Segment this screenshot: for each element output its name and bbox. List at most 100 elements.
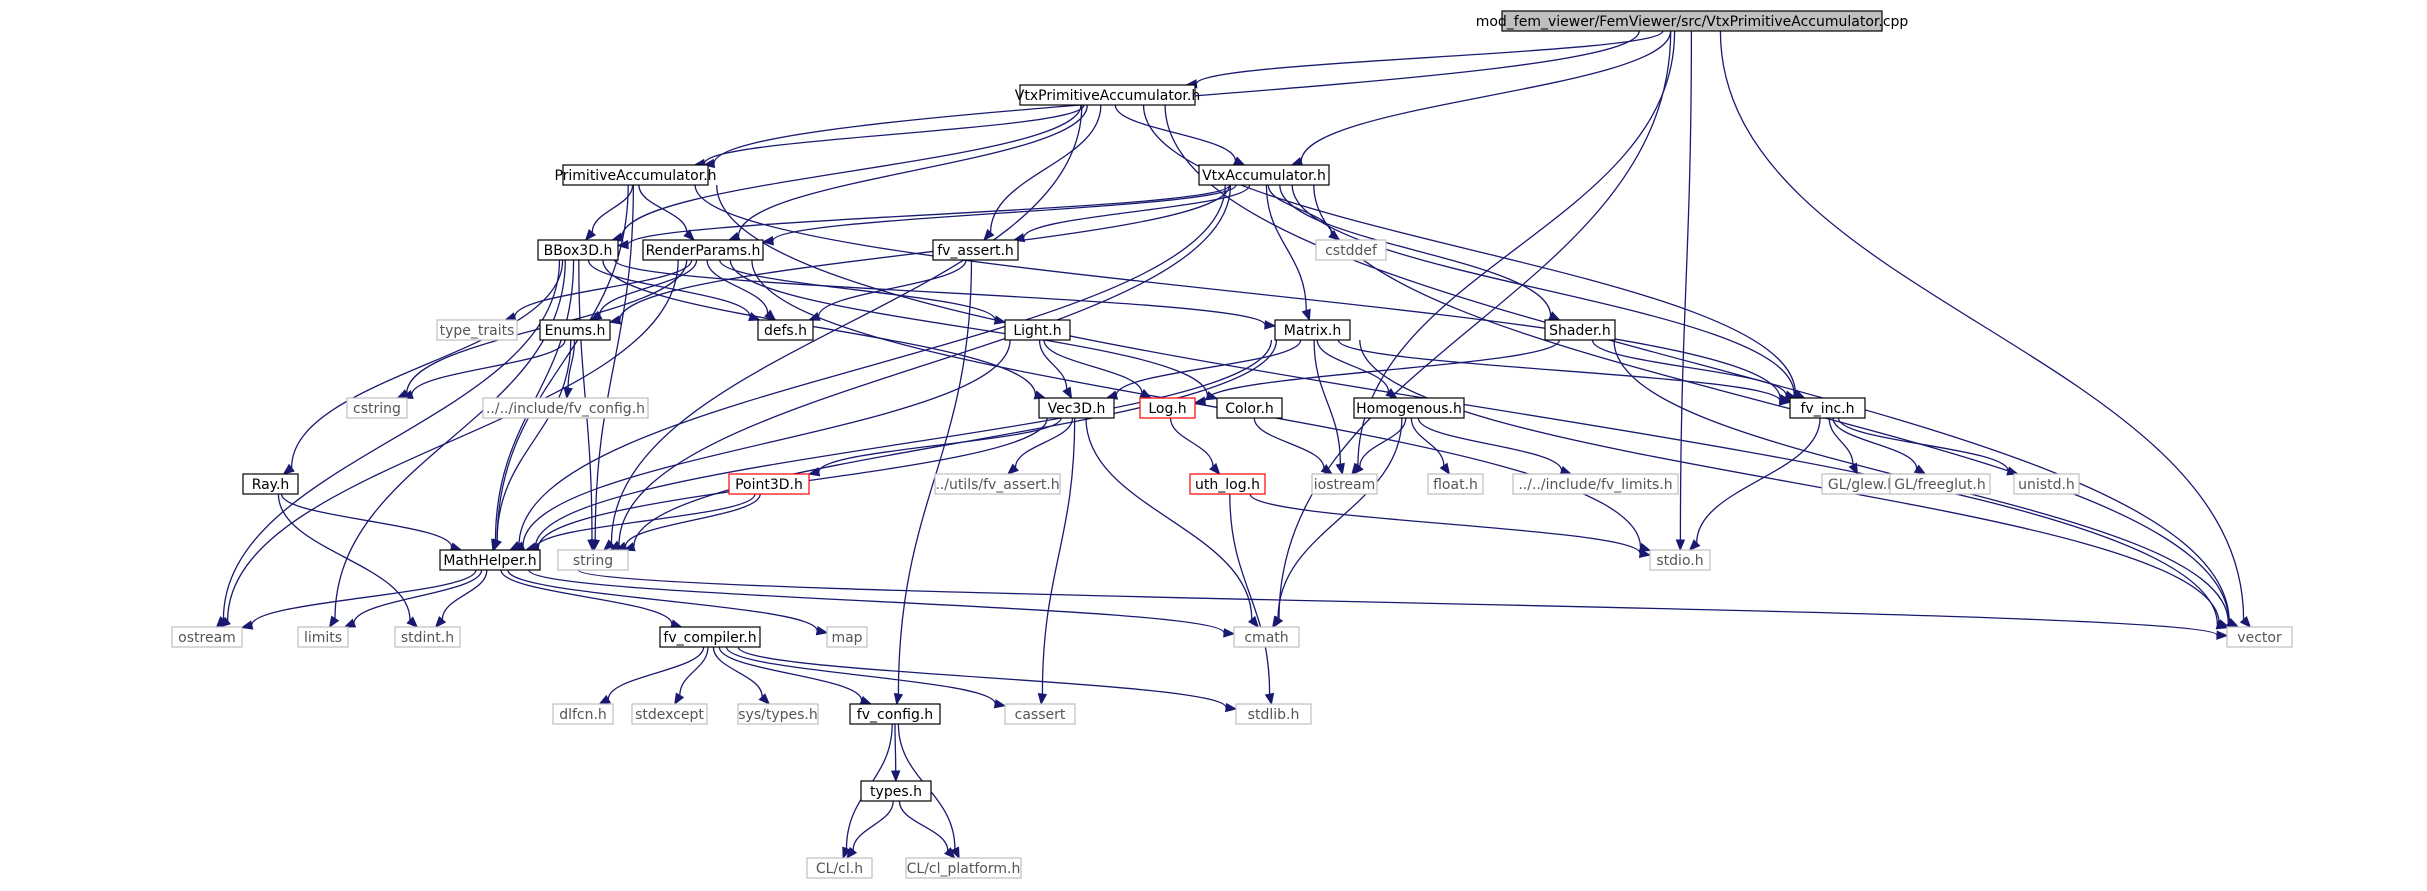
dependency-edge-enums-to-mathhelper [492, 339, 572, 552]
node-defs-h[interactable]: defs.h [757, 319, 814, 341]
arrowhead-icon [1688, 539, 1701, 551]
node-box [482, 397, 649, 419]
node-fv-config-h[interactable]: fv_config.h [849, 703, 941, 725]
edge-line [1204, 339, 1561, 402]
dependency-edge-vpa-to-pa [693, 104, 1085, 169]
node-vec3d-h[interactable]: Vec3D.h [1038, 397, 1115, 419]
dependency-edge-mathhelper-to-limits [343, 569, 483, 628]
node-fv-inc-h[interactable]: fv_inc.h [1789, 397, 1866, 419]
node-label: fv_inc.h [1801, 401, 1855, 417]
node-renderparams-h[interactable]: RenderParams.h [642, 239, 764, 261]
edge-line [567, 339, 576, 389]
edge-line [280, 493, 453, 548]
arrowhead-icon [1638, 548, 1652, 559]
node-label: ../../include/fv_config.h [486, 401, 645, 417]
arrowhead-icon [1675, 539, 1686, 552]
node-label: types.h [870, 784, 922, 800]
node-shader-h[interactable]: Shader.h [1544, 319, 1616, 341]
arrowhead-icon [240, 620, 254, 630]
node-label: stdint.h [401, 630, 454, 646]
node-label: PrimitiveAccumulator.h [554, 168, 716, 184]
node-box [1789, 397, 1866, 419]
arrowhead-icon [1559, 465, 1573, 475]
dependency-edge-homog-to-cmath [1271, 417, 1403, 629]
arrowhead-icon [616, 239, 629, 250]
edge-line [599, 259, 698, 316]
dependency-edge-fvcompiler-to-dlfcn [598, 646, 705, 705]
edge-line [718, 646, 863, 701]
arrowhead-icon [845, 846, 858, 860]
node-light-h[interactable]: Light.h [1004, 319, 1071, 341]
arrowhead-icon [1913, 464, 1927, 475]
dependency-edge-fvconfig-to-types [890, 723, 901, 783]
node-label: Point3D.h [735, 477, 803, 493]
edge-line [1828, 417, 1854, 466]
node-box [2226, 626, 2293, 648]
node-label: limits [304, 630, 342, 646]
arrowhead-icon [983, 228, 995, 242]
node-label: CL/cl.h [816, 861, 863, 877]
dependency-edge-fvinc-to-stdio [1688, 417, 1821, 551]
arrowhead-icon [2239, 616, 2252, 629]
node-label: Color.h [1225, 401, 1274, 417]
edge-line [1115, 339, 1302, 396]
node-stdint-h: stdint.h [394, 626, 461, 648]
edge-line [1359, 339, 2220, 624]
node-mod-fem-viewer-femviewer-src-vtxprimitiveaccumulator-cpp[interactable]: mod_fem_viewer/FemViewer/src/VtxPrimitiv… [1476, 10, 1909, 32]
node-vtxaccumulator-h[interactable]: VtxAccumulator.h [1198, 164, 1330, 186]
node-label: ostream [178, 630, 236, 646]
node-box [728, 473, 810, 495]
arrowhead-icon [282, 463, 295, 475]
edge-line [712, 646, 763, 697]
edge-layer [215, 30, 2252, 860]
node-box [1019, 84, 1196, 106]
arrowhead-icon [893, 692, 904, 706]
dependency-edge-rp-to-enums [589, 259, 698, 321]
node-map: map [826, 626, 868, 648]
node-box [642, 239, 764, 261]
node-types-h[interactable]: types.h [860, 780, 932, 802]
edge-line [719, 259, 996, 321]
dependency-edge-root-to-vpa [1185, 30, 1664, 89]
node-ray-h[interactable]: Ray.h [242, 473, 299, 495]
node-vtxprimitiveaccumulator-h[interactable]: VtxPrimitiveAccumulator.h [1015, 84, 1200, 106]
edge-line [1591, 339, 1787, 396]
edge-line [290, 259, 564, 468]
edge-line [1195, 30, 1664, 85]
node-mathhelper-h[interactable]: MathHelper.h [439, 549, 541, 571]
node-box [1501, 10, 1883, 32]
node-fv-compiler-h[interactable]: fv_compiler.h [659, 626, 761, 648]
dependency-edge-matrix-to-iostream [1313, 339, 1345, 476]
node-label: GL/freeglut.h [1894, 477, 1985, 493]
dependency-edge-fvcompiler-to-stdexcept [674, 646, 709, 706]
node-color-h[interactable]: Color.h [1216, 397, 1283, 419]
node-label: map [831, 630, 862, 646]
node-matrix-h[interactable]: Matrix.h [1274, 319, 1351, 341]
node-uth-log-h[interactable]: uth_log.h [1189, 473, 1266, 495]
node-stdexcept: stdexcept [631, 703, 708, 725]
edge-line [1316, 339, 1390, 393]
arrowhead-icon [1264, 692, 1275, 706]
node-enums-h[interactable]: Enums.h [539, 319, 611, 341]
node-primitiveaccumulator-h[interactable]: PrimitiveAccumulator.h [554, 164, 717, 186]
edge-line [441, 569, 488, 620]
node-label: uth_log.h [1195, 477, 1260, 493]
node-label: MathHelper.h [443, 553, 536, 569]
node-iostream: iostream [1311, 473, 1378, 495]
node-include-fv-config-h: ../../include/fv_config.h [482, 397, 649, 419]
node-point3d-h[interactable]: Point3D.h [728, 473, 810, 495]
edge-line [496, 184, 629, 541]
node-label: cmath [1244, 630, 1288, 646]
edge-line [751, 259, 1642, 548]
node-homogenous-h[interactable]: Homogenous.h [1353, 397, 1465, 419]
node-label: float.h [1433, 477, 1478, 493]
node-cl-cl-platform-h: CL/cl_platform.h [905, 857, 1022, 879]
arrowhead-icon [598, 694, 611, 705]
node-fv-assert-h[interactable]: fv_assert.h [932, 239, 1019, 261]
node-log-h[interactable]: Log.h [1139, 397, 1196, 419]
arrowhead-icon [406, 616, 419, 628]
node-label: mod_fem_viewer/FemViewer/src/VtxPrimitiv… [1476, 14, 1909, 30]
edge-line [1337, 339, 1781, 402]
edge-line [716, 184, 2219, 625]
node-bbox3d-h[interactable]: BBox3D.h [537, 239, 619, 261]
